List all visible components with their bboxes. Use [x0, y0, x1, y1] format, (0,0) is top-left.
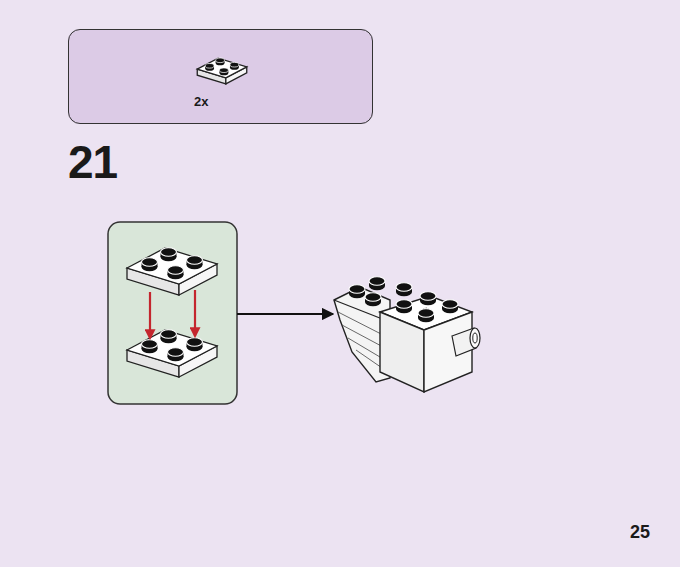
- placement-arrow: [149, 292, 151, 338]
- plates: [127, 58, 247, 377]
- parts-box-fill: [68, 29, 373, 124]
- part-quantity: 2x: [194, 95, 208, 108]
- substep-box: [108, 222, 237, 404]
- page-number: 25: [630, 523, 650, 541]
- parts-box: 2x: [68, 29, 373, 124]
- model: [334, 277, 480, 392]
- placement-arrow: [194, 290, 196, 336]
- step-number: 21: [68, 139, 117, 185]
- step-arrow: [237, 313, 333, 315]
